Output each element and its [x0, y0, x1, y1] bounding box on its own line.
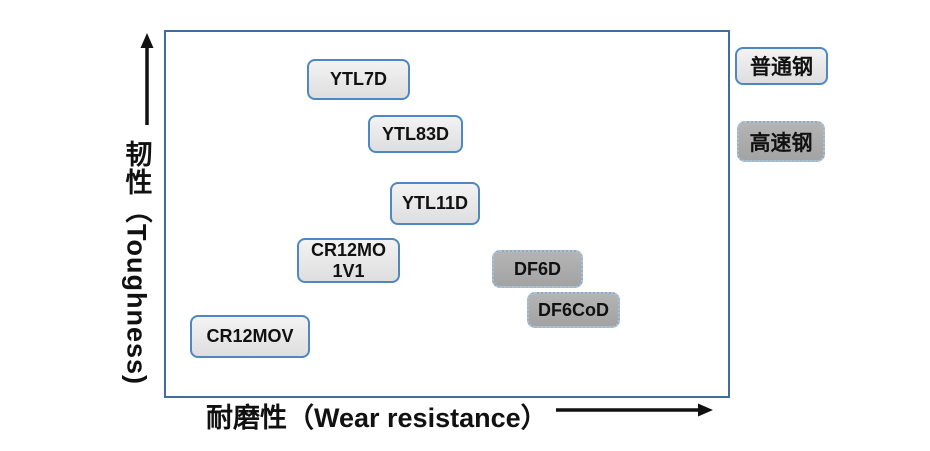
material-box-ytl11d: YTL11D [390, 182, 480, 225]
y-axis-label: 韧性（Toughness) [121, 140, 152, 385]
material-label: CR12MOV [206, 326, 294, 347]
material-label: YTL11D [401, 193, 469, 214]
material-label: DF6D [513, 258, 561, 279]
material-box-cr12mov: CR12MOV [190, 315, 310, 358]
x-axis-label: 耐磨性（Wear resistance） [206, 403, 548, 433]
material-box-df6cod: DF6CoD [527, 292, 620, 328]
material-label: YTL83D [381, 123, 450, 144]
material-box-cr12mo-1v1: CR12MO 1V1 [297, 238, 400, 283]
material-label: YTL7D [329, 69, 387, 90]
material-box-df6d: DF6D [492, 250, 583, 288]
y-axis-arrow-icon [140, 33, 154, 125]
material-box-ytl83d: YTL83D [368, 115, 463, 153]
material-label: DF6CoD [538, 299, 609, 320]
x-axis-arrow-icon [556, 403, 713, 417]
material-box-ytl7d: YTL7D [307, 59, 410, 100]
legend-item-普通钢: 普通钢 [735, 47, 828, 85]
legend-item-高速钢: 高速钢 [737, 121, 825, 162]
legend-label: 普通钢 [750, 56, 813, 79]
legend-label: 高速钢 [749, 131, 813, 155]
material-label: CR12MO 1V1 [310, 239, 386, 281]
